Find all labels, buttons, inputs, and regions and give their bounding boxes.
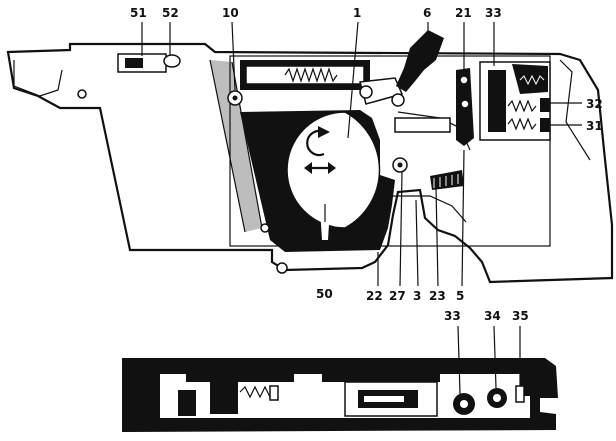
label-23: 23 <box>429 289 446 303</box>
lower-spring <box>239 385 276 399</box>
bar-3 <box>394 117 451 133</box>
pivot-21b <box>460 99 470 109</box>
housing-outline <box>6 42 614 284</box>
pin-33-hole <box>460 400 468 408</box>
label-22: 22 <box>366 289 383 303</box>
pivot-10-core <box>232 95 238 101</box>
label-lower-33: 33 <box>444 309 461 323</box>
label-lower-34: 34 <box>484 309 501 323</box>
inner-frame <box>229 55 551 247</box>
trigger-housing-view <box>6 30 614 284</box>
trigger-6 <box>396 30 444 92</box>
left-notch <box>178 390 196 416</box>
center-slot-inner <box>364 396 404 402</box>
grip-tail <box>13 60 63 97</box>
spring-23 <box>430 170 464 190</box>
cam-33-spring <box>519 74 545 86</box>
label-33: 33 <box>485 6 502 20</box>
grip-right <box>559 59 591 161</box>
spring-32 <box>507 99 537 113</box>
leader-lines-lower <box>457 325 521 395</box>
spring-23-coil <box>433 174 459 188</box>
label-5: 5 <box>456 289 464 303</box>
latch-35 <box>515 385 525 403</box>
hammer-spring <box>284 67 338 83</box>
slide-top-view <box>122 358 558 432</box>
label-21: 21 <box>455 6 472 20</box>
label-27: 27 <box>389 289 406 303</box>
label-50: 50 <box>316 287 333 301</box>
label-10: 10 <box>222 6 239 20</box>
label-1: 1 <box>353 6 361 20</box>
screw-hole-lower <box>260 223 270 233</box>
block-33-core <box>488 70 506 132</box>
pivot-27-core <box>397 162 403 168</box>
label-6: 6 <box>423 6 431 20</box>
screw-hole-left <box>77 89 87 99</box>
up-arrow-icon <box>321 222 329 236</box>
pivot-21 <box>459 75 469 85</box>
left-cap <box>210 380 238 414</box>
lower-guide <box>386 195 467 223</box>
label-3: 3 <box>413 289 421 303</box>
front-panel-edge <box>209 59 263 233</box>
double-arrow-icon <box>304 162 336 174</box>
label-52: 52 <box>162 6 179 20</box>
label-51: 51 <box>130 6 147 20</box>
pin-34-hole <box>493 394 501 402</box>
rotate-arrow-icon <box>306 126 330 157</box>
label-32: 32 <box>586 97 603 111</box>
label-31: 31 <box>586 119 603 133</box>
label-lower-35: 35 <box>512 309 529 323</box>
detent-pin <box>163 54 181 68</box>
slot-inner <box>125 58 143 68</box>
spring-cap <box>269 385 279 401</box>
pivot-1a <box>359 85 373 99</box>
cap-32 <box>540 98 550 112</box>
screw-hole-bottom <box>276 262 288 274</box>
front-panel <box>210 60 262 232</box>
spring-31 <box>507 117 537 131</box>
leader-lines-upper <box>141 21 582 287</box>
cap-31 <box>540 118 550 132</box>
pivot-1b <box>391 93 405 107</box>
